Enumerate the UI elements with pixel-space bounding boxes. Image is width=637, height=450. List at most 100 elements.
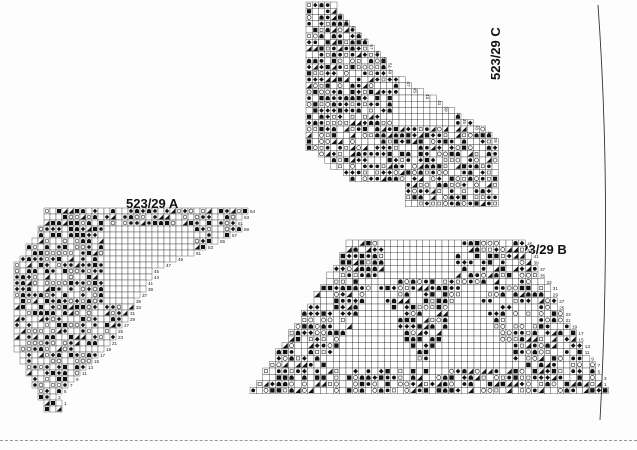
grid-cell: [133, 261, 141, 269]
grid-cell: [345, 329, 353, 337]
filled-circle-symbol-icon: [571, 369, 576, 374]
triangle-symbol-icon: [418, 132, 424, 138]
open-square-symbol-icon: [520, 375, 524, 380]
arch-symbol-icon: [353, 305, 358, 310]
filled-square-symbol-icon: [347, 285, 352, 291]
grid-cell: [145, 261, 153, 269]
grid-cell: [307, 335, 315, 343]
filled-square-symbol-icon: [69, 221, 73, 225]
arch-symbol-icon: [27, 257, 31, 261]
grid-cell: [358, 348, 366, 356]
open-square-symbol-icon: [344, 121, 349, 125]
diamond-symbol-icon: [308, 330, 314, 336]
grid-cell: [133, 237, 141, 245]
filled-circle-symbol-icon: [57, 245, 61, 249]
grid-cell: [97, 309, 105, 317]
diamond-symbol-icon: [404, 324, 410, 329]
grid-cell: [436, 187, 443, 195]
row-number-label: 31: [130, 311, 136, 316]
grid-cell: [461, 335, 468, 343]
arch-symbol-icon: [437, 182, 442, 187]
filled-square-symbol-icon: [603, 388, 608, 393]
arch-symbol-icon: [406, 151, 411, 156]
open-circle-symbol-icon: [404, 388, 410, 393]
grid-cell: [493, 342, 500, 349]
row-number-label: 21: [566, 318, 572, 323]
grid-cell: [454, 355, 462, 362]
diamond-symbol-icon: [80, 262, 86, 268]
diamond-symbol-icon: [362, 52, 368, 57]
grid-cell: [397, 355, 404, 362]
open-circle-symbol-icon: [334, 292, 339, 297]
filled-square-symbol-icon: [404, 337, 409, 342]
grid-cell: [211, 219, 219, 227]
row-number-label: 49: [388, 69, 393, 75]
filled-square-symbol-icon: [81, 233, 85, 237]
grid-cell: [505, 239, 513, 247]
filled-square-symbol-icon: [590, 388, 595, 393]
grid-cell: [333, 310, 340, 317]
grid-cell: [429, 355, 436, 362]
row-number-label: 15: [578, 337, 584, 342]
diamond-symbol-icon: [308, 311, 314, 316]
filled-circle-symbol-icon: [57, 287, 61, 291]
grid-cell: [416, 355, 423, 362]
grid-cell: [187, 243, 195, 251]
grid-cell: [139, 243, 147, 251]
filled-square-symbol-icon: [307, 114, 312, 119]
open-circle-symbol-icon: [86, 316, 92, 322]
grid-cell: [537, 335, 545, 343]
arch-symbol-icon: [480, 189, 485, 194]
open-circle-symbol-icon: [74, 310, 80, 316]
grid-cell: [422, 310, 430, 317]
grid-cell: [371, 323, 379, 330]
triangle-symbol-icon: [346, 323, 352, 329]
grid-cell: [448, 323, 455, 330]
grid-cell: [313, 316, 321, 324]
row-number-label: 37: [456, 113, 461, 119]
grid-cell: [461, 303, 468, 311]
diamond-symbol-icon: [270, 381, 275, 387]
grid-cell: [518, 303, 526, 311]
grid-cell: [109, 297, 117, 305]
grid-cell: [493, 323, 500, 330]
triangle-symbol-icon: [532, 336, 538, 342]
grid-cell: [339, 342, 347, 349]
grid-cell: [320, 348, 327, 356]
grid-cell: [461, 246, 468, 253]
diamond-symbol-icon: [381, 89, 386, 95]
triangle-symbol-icon: [525, 336, 531, 342]
grid-cell: [31, 357, 39, 365]
grid-cell: [326, 380, 334, 388]
grid-cell: [367, 70, 375, 77]
grid-cell: [85, 327, 93, 335]
arch-symbol-icon: [57, 389, 61, 393]
grid-cell: [429, 329, 436, 337]
filled-square-symbol-icon: [411, 343, 416, 348]
filled-square-symbol-icon: [319, 127, 324, 132]
grid-cell: [480, 361, 487, 369]
grid-cell: [109, 255, 117, 263]
filled-circle-symbol-icon: [340, 298, 345, 303]
open-circle-symbol-icon: [98, 250, 104, 256]
diamond-symbol-icon: [362, 95, 368, 101]
arch-symbol-icon: [462, 266, 467, 271]
triangle-symbol-icon: [387, 163, 393, 169]
grid-cell: [367, 156, 375, 164]
arch-symbol-icon: [443, 381, 448, 387]
grid-cell: [49, 213, 57, 221]
grid-cell: [67, 375, 75, 383]
grid-cell: [355, 175, 362, 182]
open-circle-symbol-icon: [325, 89, 330, 95]
grid-cell: [103, 261, 111, 269]
row-number-label: 7: [70, 383, 73, 388]
grid-cell: [307, 367, 315, 375]
grid-cell: [324, 57, 331, 65]
diamond-symbol-icon: [519, 240, 525, 246]
grid-cell: [429, 239, 436, 247]
grid-cell: [61, 249, 69, 257]
arch-symbol-icon: [359, 375, 365, 380]
grid-cell: [121, 207, 129, 215]
diamond-symbol-icon: [200, 226, 206, 232]
